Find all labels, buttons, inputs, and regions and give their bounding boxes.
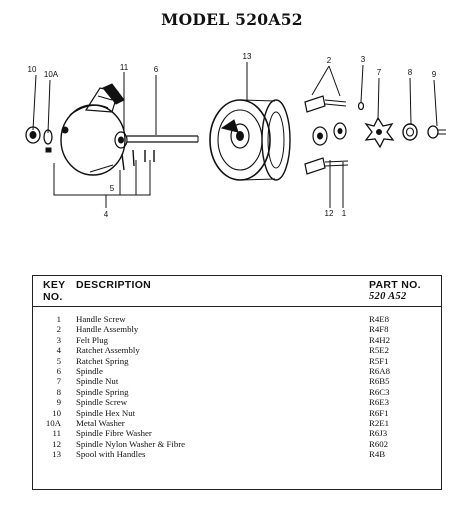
- table-row: 3 Felt Plug R4H2: [33, 335, 441, 345]
- key-no: 4: [56, 345, 61, 356]
- callout-3: 3: [361, 55, 366, 64]
- key-no: 5: [56, 355, 61, 366]
- key-no: 9: [56, 397, 61, 408]
- description: Felt Plug: [76, 334, 109, 345]
- table-row: 7 Spindle Nut R6B5: [33, 376, 441, 386]
- key-no: 11: [52, 428, 61, 439]
- part-no: R6J3: [369, 428, 388, 439]
- table-row: 8 Spindle Spring R6C3: [33, 387, 441, 397]
- header-description: DESCRIPTION: [76, 279, 152, 291]
- description: Spindle Spring: [76, 386, 129, 397]
- key-no: 10A: [45, 417, 61, 428]
- part-no: R602: [369, 438, 389, 449]
- table-row: 10 Spindle Hex Nut R6F1: [33, 408, 441, 418]
- part-no: R4F8: [369, 324, 389, 335]
- part-no: R6B5: [369, 376, 390, 387]
- key-no: 7: [56, 376, 61, 387]
- table-row: 9 Spindle Screw R6E3: [33, 397, 441, 407]
- table-row: 5 Ratchet Spring R5F1: [33, 356, 441, 366]
- header-key-no: KEY NO.: [43, 279, 66, 303]
- callout-5: 5: [110, 184, 115, 193]
- description: Spindle Screw: [76, 397, 128, 408]
- description: Ratchet Assembly: [76, 345, 140, 356]
- table-row: 6 Spindle R6A8: [33, 366, 441, 376]
- part-no: R6A8: [369, 365, 391, 376]
- table-row: 11 Spindle Fibre Washer R6J3: [33, 428, 441, 438]
- callout-2: 2: [327, 56, 332, 65]
- table-row: 2 Handle Assembly R4F8: [33, 324, 441, 334]
- callout-7: 7: [377, 68, 382, 77]
- description: Spindle: [76, 365, 103, 376]
- table-row: 10A Metal Washer R2E1: [33, 418, 441, 428]
- description: Spindle Hex Nut: [76, 407, 136, 418]
- part-no: R5F1: [369, 355, 389, 366]
- callout-10A: 10A: [44, 70, 59, 79]
- description: Spindle Nylon Washer & Fibre: [76, 438, 186, 449]
- part-no: R4H2: [369, 334, 391, 345]
- description: Spindle Nut: [76, 376, 119, 387]
- description: Handle Screw: [76, 314, 126, 324]
- description: Handle Assembly: [76, 324, 139, 335]
- part-no: R6F1: [369, 407, 389, 418]
- key-no: 10: [52, 407, 61, 418]
- part-no: R4B: [369, 449, 386, 460]
- callout-13: 13: [243, 52, 252, 61]
- callout-12: 12: [325, 209, 334, 218]
- description: Metal Washer: [76, 417, 125, 428]
- callout-8: 8: [408, 68, 413, 77]
- header-divider: [33, 306, 441, 307]
- part-no: R4E8: [369, 314, 390, 324]
- callout-1: 1: [342, 209, 347, 218]
- callout-9: 9: [432, 70, 437, 79]
- exploded-parts-diagram: 10 10A 11 6 13 2 3 7 8 9 5 4 12 1: [25, 52, 446, 219]
- key-no: 3: [56, 334, 61, 345]
- callout-10: 10: [28, 65, 37, 74]
- key-no: 12: [52, 438, 61, 449]
- part-no: R6C3: [369, 386, 390, 397]
- callout-11: 11: [120, 63, 129, 72]
- key-no: 6: [56, 365, 61, 376]
- table-row: 4 Ratchet Assembly R5E2: [33, 345, 441, 355]
- key-no: 13: [52, 449, 61, 460]
- callout-6: 6: [154, 65, 159, 74]
- description: Ratchet Spring: [76, 355, 129, 366]
- part-no: R6E3: [369, 397, 390, 408]
- header-part-no: PART NO. 520 A52: [369, 279, 421, 302]
- part-no: R2E1: [369, 417, 390, 428]
- table-row: 1 Handle Screw R4E8: [33, 314, 441, 324]
- key-no: 2: [56, 324, 61, 335]
- table-row: 13 Spool with Handles R4B: [33, 449, 441, 459]
- key-no: 1: [56, 314, 61, 324]
- parts-rows: 1 Handle Screw R4E8 2 Handle Assembly R4F8 3…: [33, 314, 441, 459]
- key-no: 8: [56, 386, 61, 397]
- description: Spindle Fibre Washer: [76, 428, 152, 439]
- description: Spool with Handles: [76, 449, 146, 460]
- model-title: MODEL 520A52: [161, 10, 303, 29]
- part-no: R5E2: [369, 345, 390, 356]
- table-row: 12 Spindle Nylon Washer & Fibre R602: [33, 439, 441, 449]
- callout-4: 4: [104, 210, 109, 219]
